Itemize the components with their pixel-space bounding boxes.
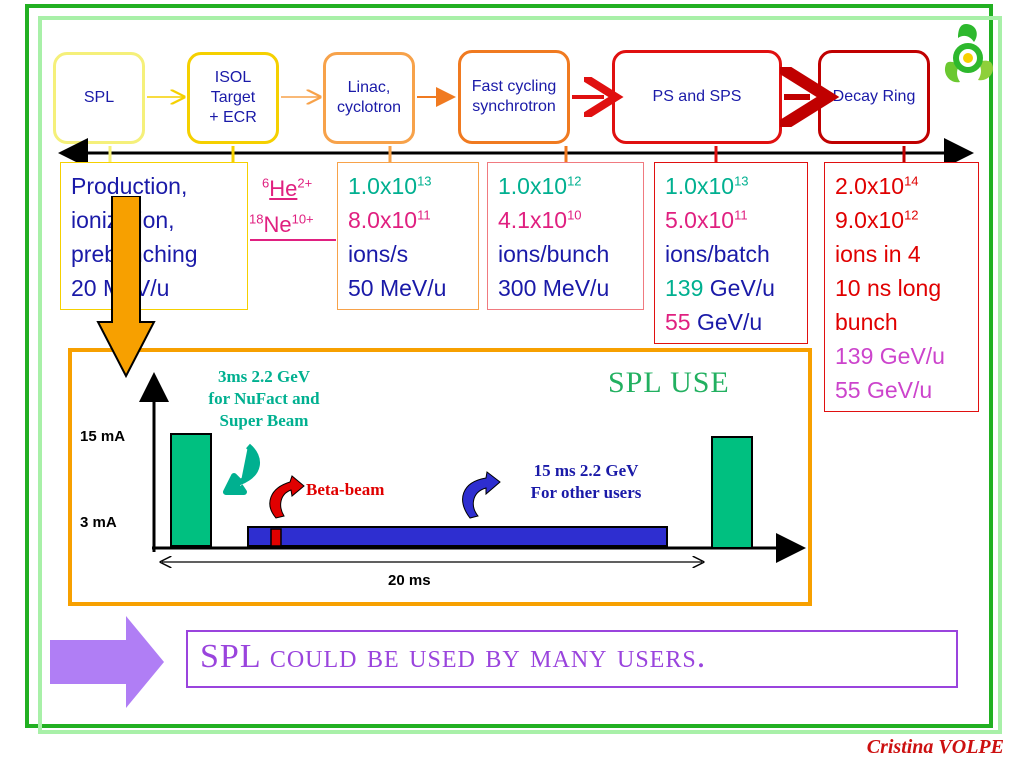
purple-right-arrow-icon xyxy=(50,616,164,708)
curved-arrow-beta-icon xyxy=(269,475,305,519)
pulse-nufact-next xyxy=(711,436,753,549)
info-box-decay-ring: 2.0x1014 9.0x1012 ions in 4 10 ns long b… xyxy=(824,162,979,412)
ion-label-ne: 18Ne10+ xyxy=(249,211,314,237)
curved-arrow-other-icon xyxy=(462,471,501,519)
green-swirl-logo-icon xyxy=(944,24,994,83)
node-linac-cyclotron: Linac, cyclotron xyxy=(323,52,415,144)
ion-underline xyxy=(250,239,336,241)
annotation-other-users: 15 ms 2.2 GeV For other users xyxy=(530,461,642,502)
annotation-nufact: 3ms 2.2 GeV for NuFact and Super Beam xyxy=(208,367,320,430)
pulse-other-users xyxy=(247,526,668,547)
y-label-15ma: 15 mA xyxy=(80,428,126,445)
inner-frame xyxy=(38,16,1002,734)
curved-arrow-nufact-icon xyxy=(223,443,260,495)
orange-down-arrow-icon xyxy=(96,196,156,379)
info-box-linac: 1.0x1013 8.0x1011 ions/s 50 MeV/u xyxy=(337,162,479,310)
conclusion-box: SPL could be used by many users. xyxy=(186,630,958,688)
info-spl-line1: Production, xyxy=(71,173,188,199)
x-span-label: 20 ms xyxy=(388,572,431,589)
ion-label-he: 6He2+ xyxy=(262,175,313,201)
node-fast-cycling-synchrotron: Fast cycling synchrotron xyxy=(458,50,570,144)
pulse-beta-beam xyxy=(270,528,282,547)
outer-frame xyxy=(25,4,993,728)
spl-use-title: SPL USE xyxy=(608,366,730,399)
author-credit: Cristina VOLPE xyxy=(866,736,1004,758)
node-spl: SPL xyxy=(53,52,145,144)
pipeline-arrows xyxy=(58,0,974,168)
info-box-fcs: 1.0x1012 4.1x1010 ions/bunch 300 MeV/u xyxy=(487,162,644,310)
pulse-nufact xyxy=(170,433,212,547)
info-box-ps: 1.0x1013 5.0x1011 ions/batch 139 GeV/u 5… xyxy=(654,162,808,344)
annotation-beta-beam: Beta-beam xyxy=(306,480,385,499)
y-label-3ma: 3 mA xyxy=(80,514,117,531)
conclusion-text: SPL could be used by many users. xyxy=(200,638,707,675)
spl-use-panel xyxy=(68,348,812,606)
